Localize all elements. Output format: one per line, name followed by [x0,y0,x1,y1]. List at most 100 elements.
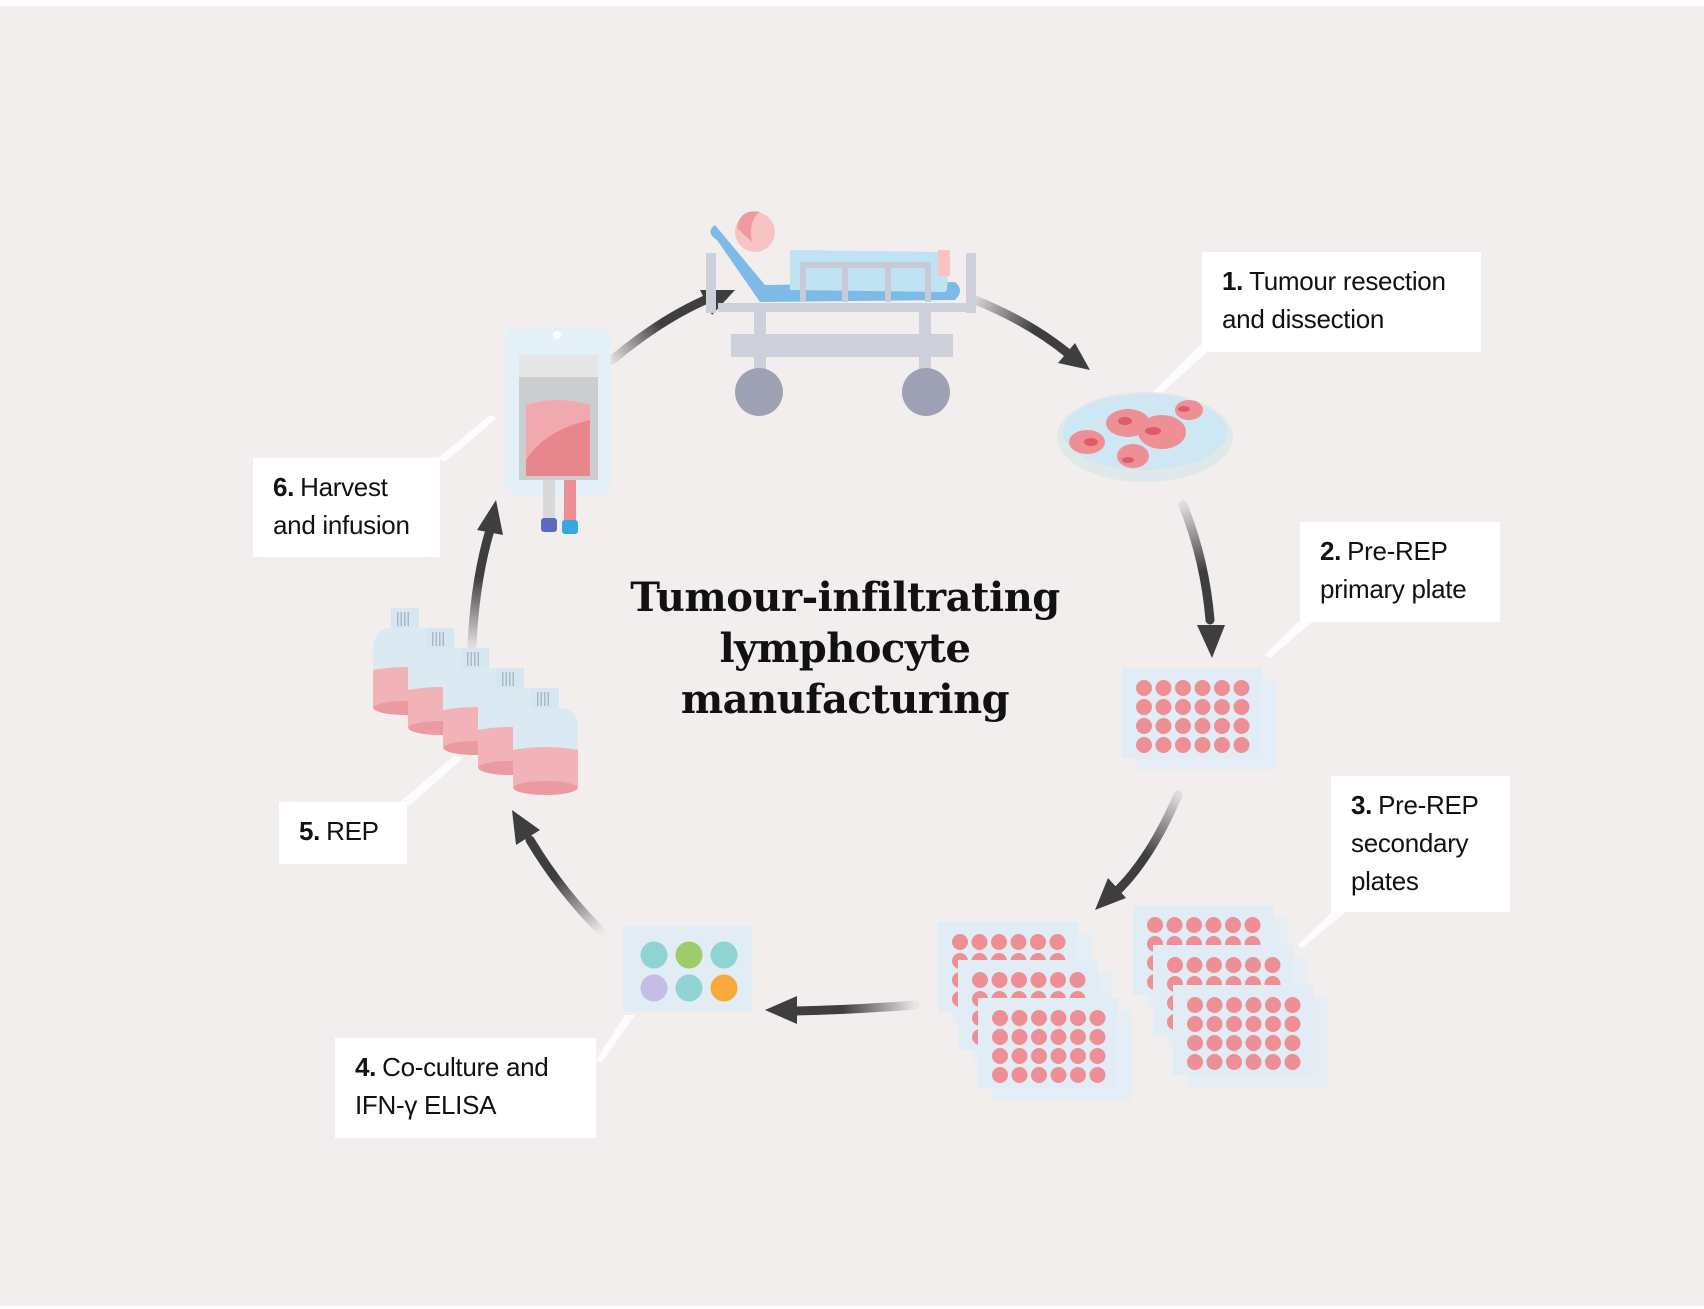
well [1265,1016,1281,1032]
well [1206,1016,1223,1032]
well [1187,997,1203,1013]
well [1089,1048,1106,1064]
stretcher-deck [718,303,976,312]
step-number: 3. [1351,790,1373,820]
well [1245,1016,1262,1032]
well [1175,680,1191,696]
patient-feet [938,250,950,276]
arrow-iv-bag-to-stretcher [607,290,735,365]
well [1245,1054,1262,1070]
well [1069,972,1086,988]
well [1070,1029,1086,1045]
well [1233,680,1250,696]
well [1155,699,1172,715]
rep-flasks-illustration [373,608,578,795]
well-plates [938,668,1327,1100]
step-number: 1. [1222,266,1244,296]
well [1226,1054,1242,1070]
connector-step-1 [1150,345,1215,398]
iv-cap-left [541,518,557,532]
elisa-well [640,974,668,1002]
step-text: secondary [1351,828,1469,858]
iv-cap-right [562,520,578,534]
well [1206,957,1222,973]
well [1011,1067,1028,1083]
step-text: REP [326,816,379,846]
label-connectors [400,345,1346,1062]
arrow-primary-to-secondary-plates [1095,790,1183,910]
elisa-well [710,974,738,1002]
tissue-fragment [1138,415,1186,449]
step-number: 5. [299,816,321,846]
tissue-fragment [1117,444,1149,468]
stretcher-post-right [966,253,976,313]
well [972,972,988,988]
step-text: Tumour resection [1249,266,1446,296]
well [1226,1035,1242,1051]
wheel-left [735,368,783,416]
step-text: plates [1351,866,1419,896]
well [1245,1035,1262,1051]
well [1284,1054,1301,1070]
elisa-well [675,941,703,969]
step-text: Pre-REP [1347,536,1448,566]
well [1031,1010,1047,1026]
patient-hair [737,211,760,242]
connector-step-4 [596,1015,635,1062]
well [1225,957,1242,973]
iv-tube-right [564,480,576,522]
well [1187,1035,1203,1051]
well [1166,917,1183,933]
well [1194,737,1211,753]
step-label-1: 1.Tumour resection and dissection [1202,252,1481,352]
step-label-3: 3.Pre-REP secondary plates [1331,776,1510,912]
well [1284,1035,1301,1051]
well [1194,699,1211,715]
well [1206,1054,1223,1070]
well [1031,1067,1047,1083]
well [1031,1029,1047,1045]
well [1136,737,1152,753]
well [1187,1016,1203,1032]
well [1050,972,1066,988]
culture-flask [513,688,578,795]
well [1265,1054,1281,1070]
well [1186,957,1203,973]
connector-step-2 [1265,622,1312,658]
well [1175,737,1191,753]
patient-body [790,250,948,292]
step-text: and infusion [273,510,410,540]
well [1214,699,1230,715]
well [1089,1029,1106,1045]
well [1245,997,1262,1013]
well [971,934,988,950]
well [1284,1016,1301,1032]
connector-step-3 [1298,912,1346,948]
well [1265,1035,1281,1051]
secondary-plate [1173,985,1327,1087]
well [1050,1067,1067,1083]
well [1245,957,1261,973]
well [1225,917,1241,933]
well [1011,1010,1028,1026]
well [1089,1010,1106,1026]
elisa-plate-illustration [623,926,752,1012]
well [1030,972,1047,988]
step-label-5: 5.REP [279,802,407,864]
step-text: IFN-γ ELISA [355,1090,497,1120]
step-text: Pre-REP [1378,790,1479,820]
well [1233,737,1250,753]
well [1136,699,1152,715]
well [992,1010,1008,1026]
step-text: primary plate [1320,574,1467,604]
well [1011,1048,1028,1064]
well [1155,718,1172,734]
well [992,1067,1008,1083]
step-label-2: 2.Pre-REP primary plate [1300,522,1500,622]
wheel-right [902,368,950,416]
well [1050,1048,1067,1064]
well [1070,1048,1086,1064]
arrow-flasks-to-iv-bag [467,500,503,650]
elisa-well [710,941,738,969]
stretcher-illustration [706,211,976,416]
